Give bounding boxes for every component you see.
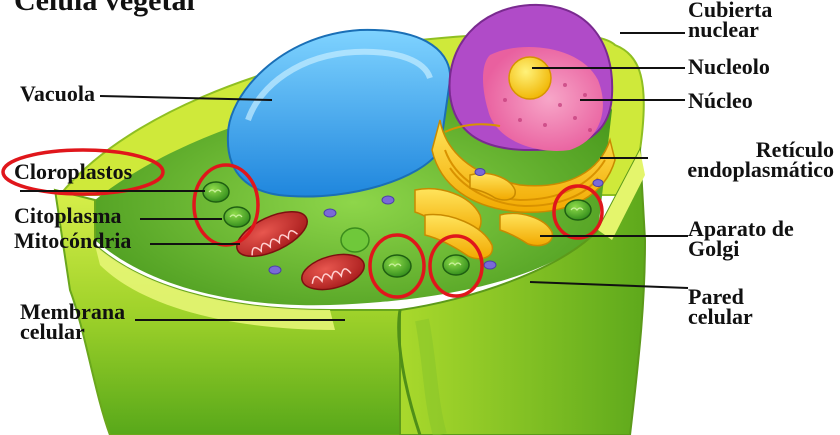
label-reticulo-line2: endoplasmático	[648, 160, 834, 180]
label-citoplasma: Citoplasma	[14, 206, 122, 226]
label-mitocondria: Mitocóndria	[14, 231, 131, 251]
label-pared-celular: Pared celular	[688, 287, 753, 327]
label-reticulo-endoplasmatico: Retículo endoplasmático	[648, 140, 834, 180]
label-membrana-line2: celular	[20, 322, 125, 342]
label-membrana-celular: Membrana celular	[20, 302, 125, 342]
label-nucleolo: Nucleolo	[688, 57, 770, 77]
label-cubierta-nuclear: Cubierta nuclear	[688, 0, 772, 40]
label-pared-line2: celular	[688, 307, 753, 327]
label-vacuola: Vacuola	[20, 84, 95, 104]
diagram-title: Célula vegetal	[14, 0, 195, 18]
label-aparato-de-golgi: Aparato de Golgi	[688, 219, 794, 259]
label-nucleo: Núcleo	[688, 91, 753, 111]
label-cubierta-line2: nuclear	[688, 20, 772, 40]
label-cloroplastos: Cloroplastos	[14, 162, 132, 182]
label-golgi-line2: Golgi	[688, 239, 794, 259]
